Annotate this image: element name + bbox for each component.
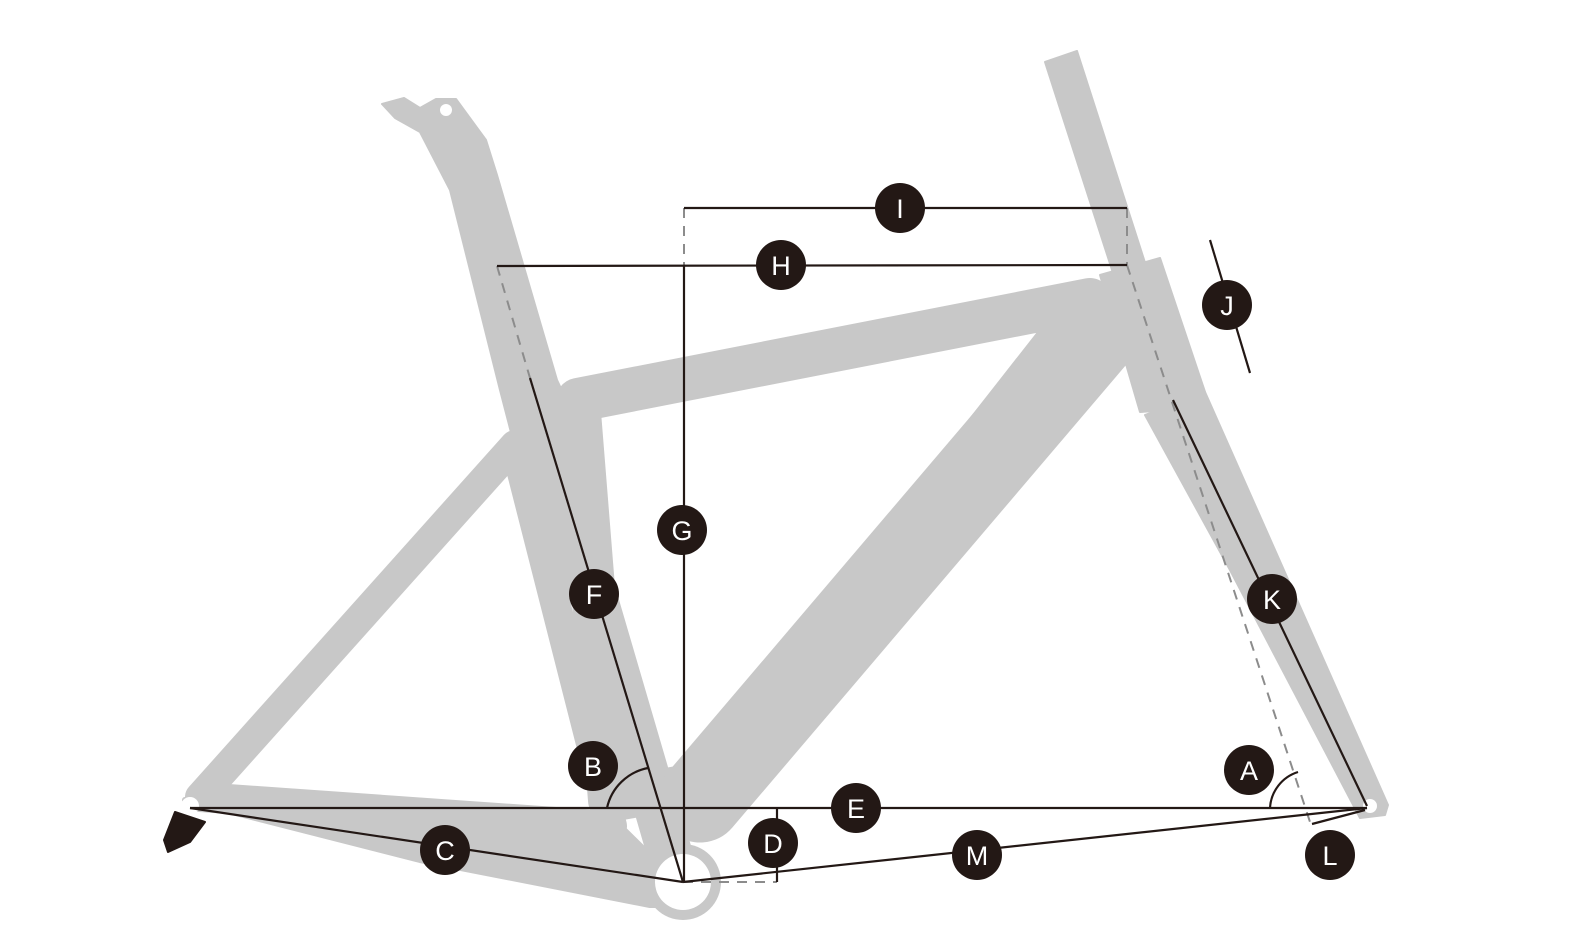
svg-text:G: G xyxy=(671,516,692,546)
label-I: I xyxy=(875,183,925,233)
rear-axle xyxy=(181,797,199,815)
label-C: C xyxy=(420,825,470,875)
measurement-lines xyxy=(189,206,1368,884)
down-tube xyxy=(657,287,1143,843)
seat-tube xyxy=(381,97,701,881)
label-L: L xyxy=(1305,830,1355,880)
fork-steerer xyxy=(1044,50,1166,336)
label-B: B xyxy=(568,741,618,791)
svg-text:M: M xyxy=(966,841,989,871)
svg-text:L: L xyxy=(1322,841,1337,871)
svg-text:C: C xyxy=(435,836,455,866)
label-J: J xyxy=(1202,280,1252,330)
rear-derailleur-hanger xyxy=(163,811,206,853)
svg-text:J: J xyxy=(1220,291,1234,321)
svg-text:I: I xyxy=(896,194,904,224)
svg-text:D: D xyxy=(763,829,783,859)
label-H: H xyxy=(756,240,806,290)
label-G: G xyxy=(657,505,707,555)
svg-text:H: H xyxy=(771,251,791,281)
seatpost-bolt xyxy=(440,104,452,116)
label-A: A xyxy=(1224,745,1274,795)
label-M: M xyxy=(952,830,1002,880)
label-D: D xyxy=(748,818,798,868)
svg-text:A: A xyxy=(1240,756,1258,786)
label-F: F xyxy=(569,569,619,619)
label-K: K xyxy=(1247,574,1297,624)
label-E: E xyxy=(831,783,881,833)
bike-frame xyxy=(163,50,1389,920)
svg-text:E: E xyxy=(847,794,865,824)
svg-text:B: B xyxy=(584,752,602,782)
svg-text:K: K xyxy=(1263,585,1281,615)
svg-text:F: F xyxy=(586,580,603,610)
